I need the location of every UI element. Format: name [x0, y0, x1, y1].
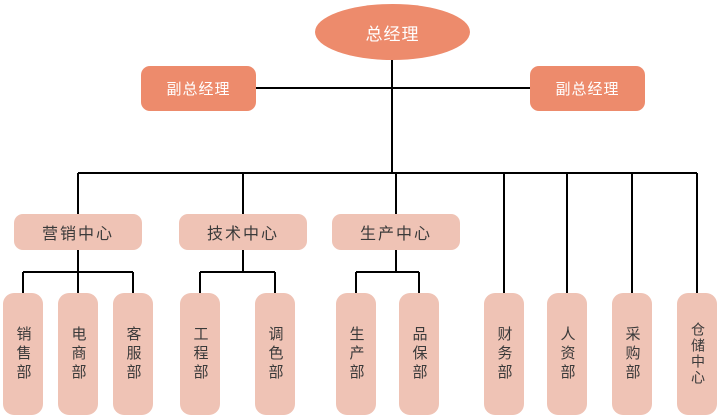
node-dept-engineering[interactable]: 工程部	[180, 293, 220, 415]
node-dept-ecommerce[interactable]: 电商部	[58, 293, 98, 415]
node-dept-warehouse-label: 仓储中心	[689, 322, 705, 386]
node-dept-ecommerce-label: 电商部	[69, 325, 88, 383]
node-center-marketing[interactable]: 营销中心	[14, 214, 142, 250]
node-center-technology[interactable]: 技术中心	[179, 214, 307, 250]
node-dept-color-matching-label: 调色部	[266, 325, 285, 383]
node-dept-production[interactable]: 生产部	[336, 293, 376, 415]
node-dept-procurement[interactable]: 采购部	[612, 293, 652, 415]
node-dept-sales-label: 销售部	[14, 325, 33, 383]
node-dept-sales[interactable]: 销售部	[3, 293, 43, 415]
node-dept-production-label: 生产部	[347, 325, 366, 383]
node-dept-human-resources[interactable]: 人资部	[547, 293, 587, 415]
node-ceo[interactable]: 总经理	[315, 4, 470, 60]
node-dept-warehouse[interactable]: 仓储中心	[677, 293, 717, 415]
node-ceo-label: 总经理	[365, 24, 420, 45]
node-dept-procurement-label: 采购部	[623, 325, 642, 383]
node-dept-human-resources-label: 人资部	[558, 325, 577, 383]
node-dept-color-matching[interactable]: 调色部	[255, 293, 295, 415]
node-dept-customer-service[interactable]: 客服部	[113, 293, 153, 415]
node-deputy-left-label: 副总经理	[166, 80, 231, 98]
node-dept-customer-service-label: 客服部	[124, 325, 143, 383]
node-deputy-left[interactable]: 副总经理	[141, 66, 256, 111]
node-dept-finance[interactable]: 财务部	[484, 293, 524, 415]
node-center-technology-label: 技术中心	[206, 224, 279, 243]
node-dept-quality-assurance[interactable]: 品保部	[399, 293, 439, 415]
node-dept-quality-assurance-label: 品保部	[410, 325, 429, 383]
node-center-production-label: 生产中心	[359, 224, 432, 243]
node-center-production[interactable]: 生产中心	[332, 214, 460, 250]
node-deputy-right-label: 副总经理	[555, 80, 620, 98]
node-deputy-right[interactable]: 副总经理	[530, 66, 645, 111]
node-dept-engineering-label: 工程部	[191, 325, 210, 383]
node-dept-finance-label: 财务部	[495, 325, 514, 383]
node-center-marketing-label: 营销中心	[41, 224, 114, 243]
